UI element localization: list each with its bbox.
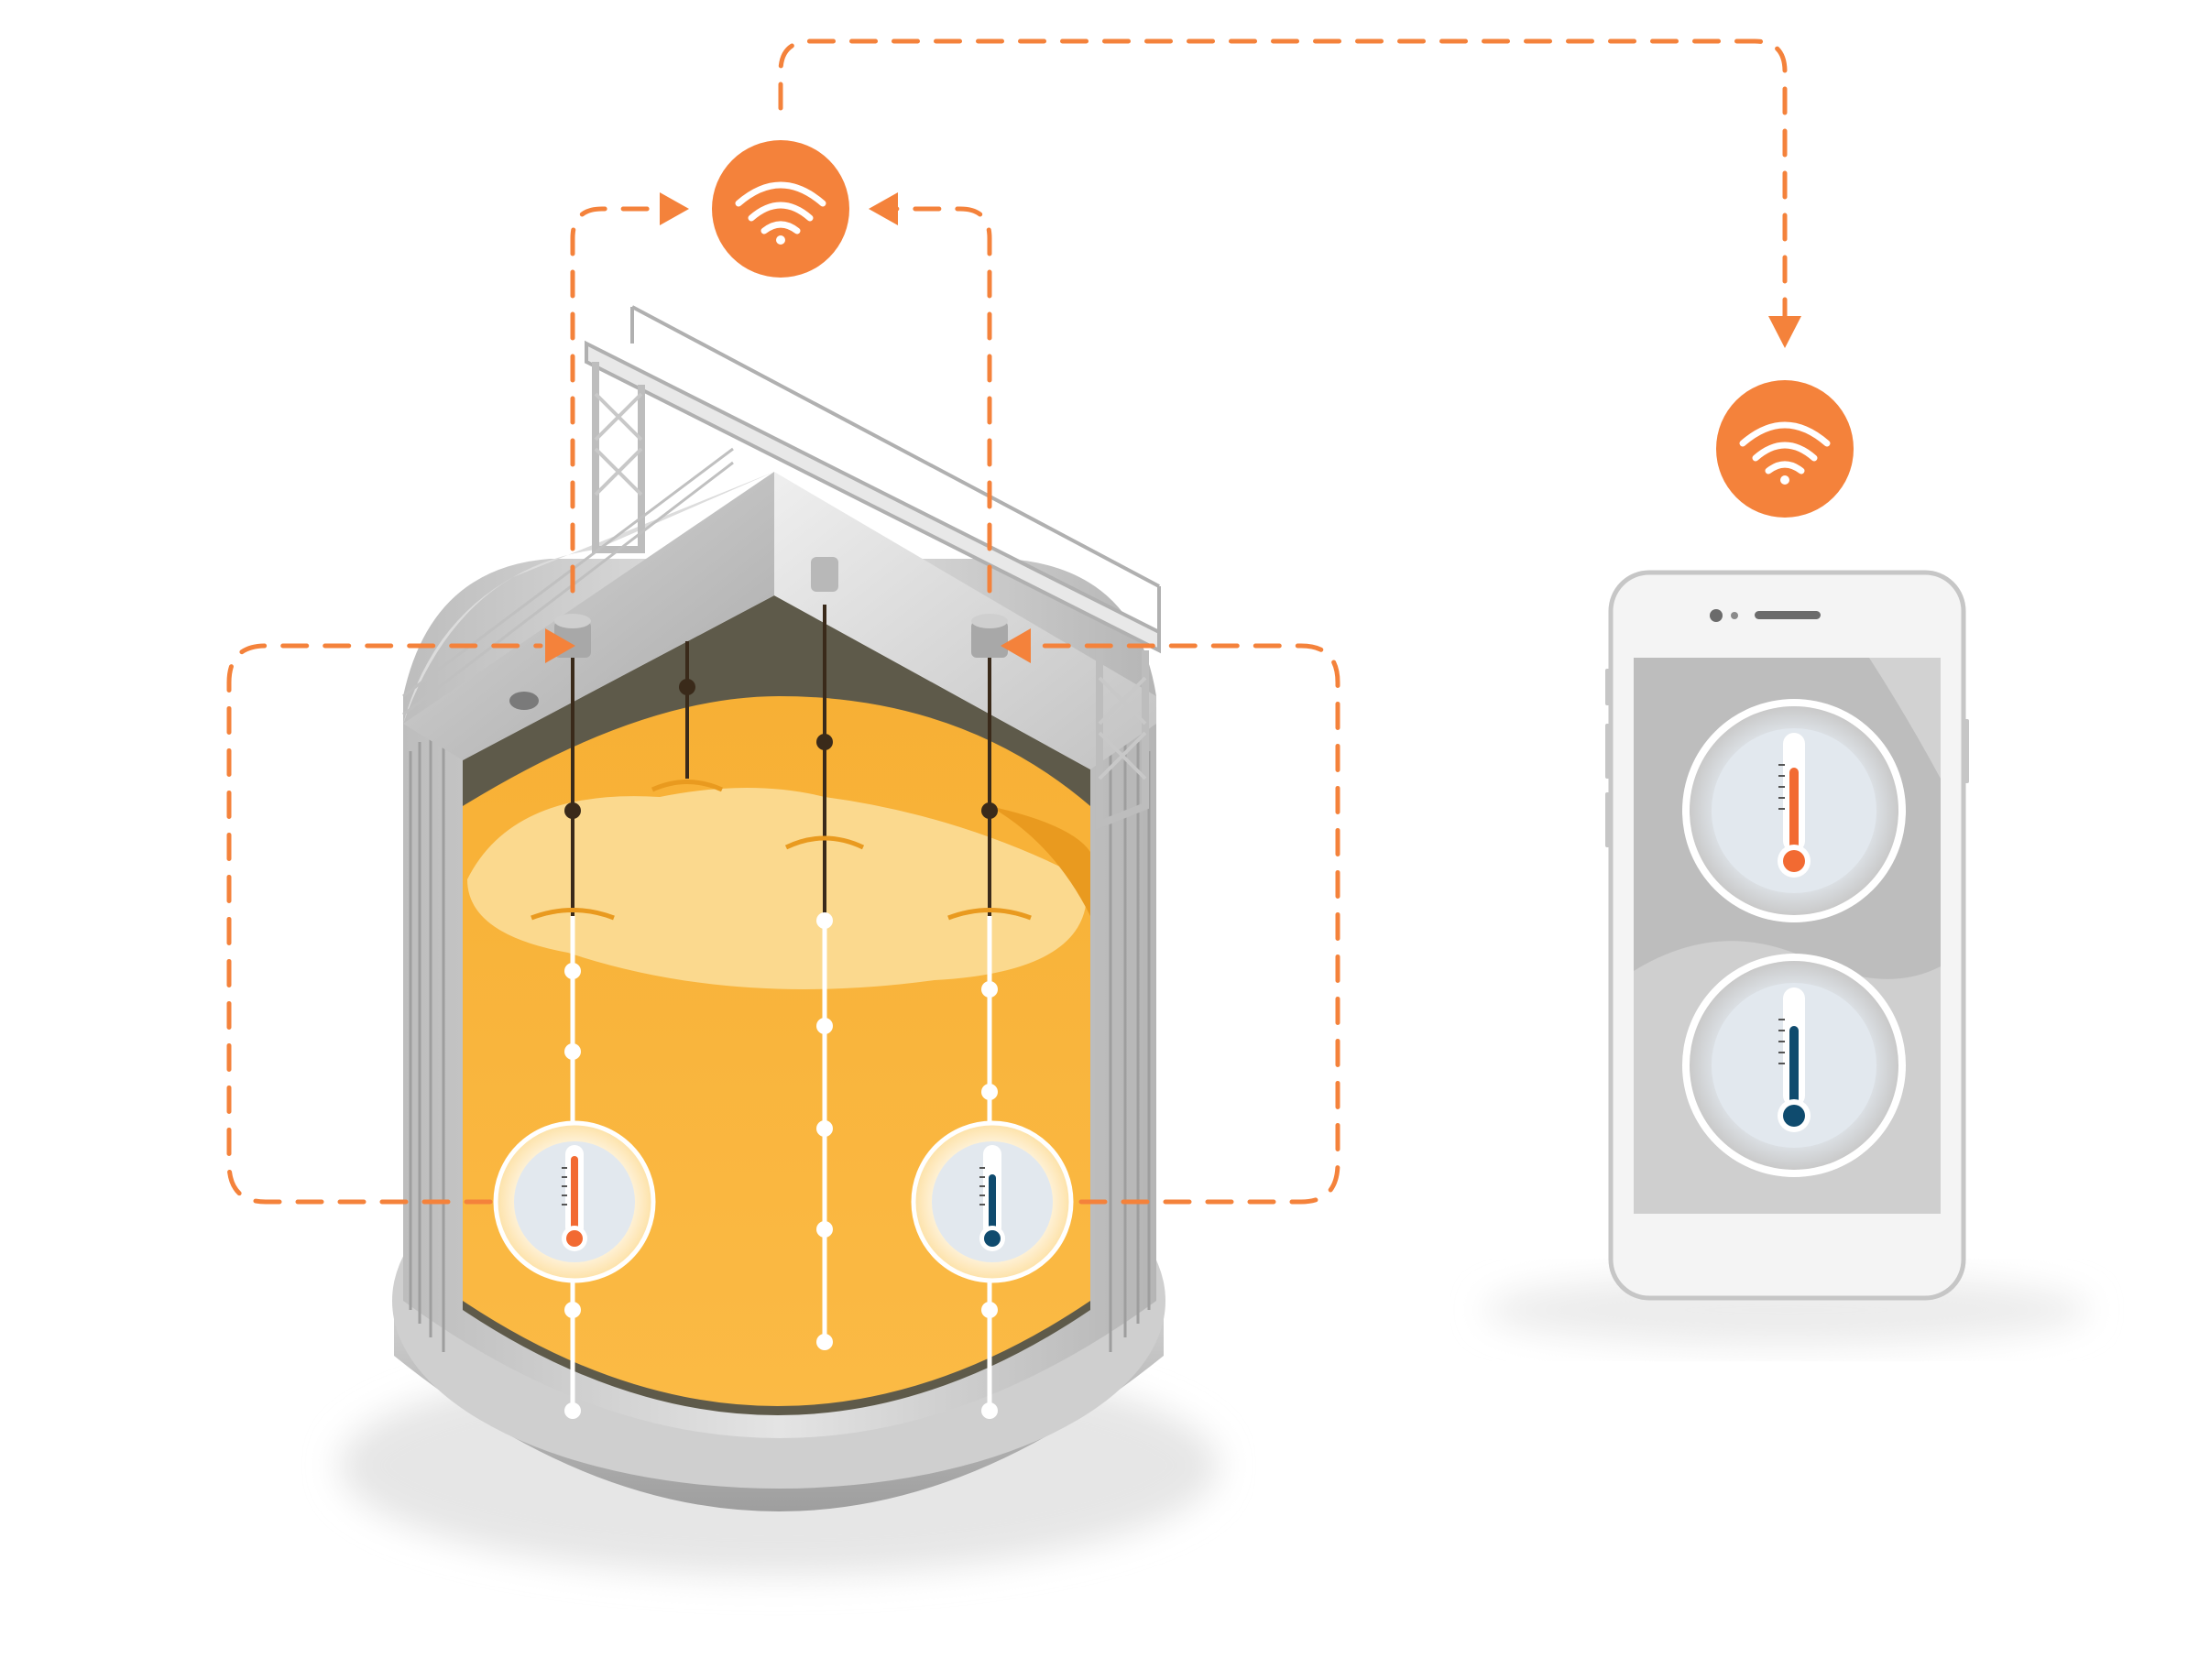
arrow-left-icon — [869, 192, 898, 225]
phone-temperature-gauge-cold — [1682, 954, 1906, 1177]
right-transmitter — [971, 614, 1008, 658]
hub-to-phone-link — [778, 38, 1788, 319]
roof-right — [774, 472, 1156, 769]
arrow-right-icon — [545, 628, 575, 663]
roof-vent — [811, 557, 838, 592]
earpiece-speaker — [1755, 611, 1821, 619]
right-sensor-link — [1033, 643, 1340, 1205]
silo-ribs — [409, 724, 1151, 1352]
phone-side-button — [1605, 724, 1611, 779]
arrow-down-icon — [1768, 316, 1801, 348]
right-transmitter-link — [891, 206, 992, 594]
thermometer-icon — [979, 1145, 1005, 1251]
phone-side-button — [1964, 719, 1969, 783]
grain-surface — [467, 788, 1088, 989]
signal-paths — [226, 38, 1788, 1205]
arrow-left-icon — [1001, 628, 1031, 663]
thermometer-icon — [1778, 733, 1811, 878]
sensor-cable — [651, 641, 724, 792]
sensor-cable — [784, 605, 865, 1350]
screen-wave-top — [1869, 658, 1941, 779]
left-sensor-link — [226, 643, 543, 1205]
phone-wireless-receiver — [1716, 380, 1854, 518]
wifi-icon — [1739, 421, 1831, 485]
thermometer-icon — [1778, 987, 1811, 1132]
roof-left — [403, 472, 774, 760]
grain-surface-shade — [990, 806, 1090, 916]
arrow-right-icon — [660, 192, 689, 225]
hatch — [509, 692, 539, 710]
thermometer-icon — [562, 1145, 587, 1251]
right-temperature-sensor — [911, 1120, 1074, 1283]
smartphone — [1605, 570, 1969, 1301]
phone-side-button — [1605, 792, 1611, 847]
arrowheads — [545, 192, 1801, 663]
wireless-hub — [712, 140, 849, 278]
left-temperature-sensor — [493, 1120, 656, 1283]
phone-temperature-gauge-hot — [1682, 699, 1906, 922]
sensor-dot — [1731, 612, 1738, 619]
left-transmitter-link — [570, 206, 667, 594]
front-camera-icon — [1710, 609, 1723, 622]
wifi-icon — [735, 181, 826, 245]
phone-side-button — [1605, 669, 1611, 705]
grain-silo — [392, 305, 1165, 1511]
catwalk — [402, 305, 1161, 830]
